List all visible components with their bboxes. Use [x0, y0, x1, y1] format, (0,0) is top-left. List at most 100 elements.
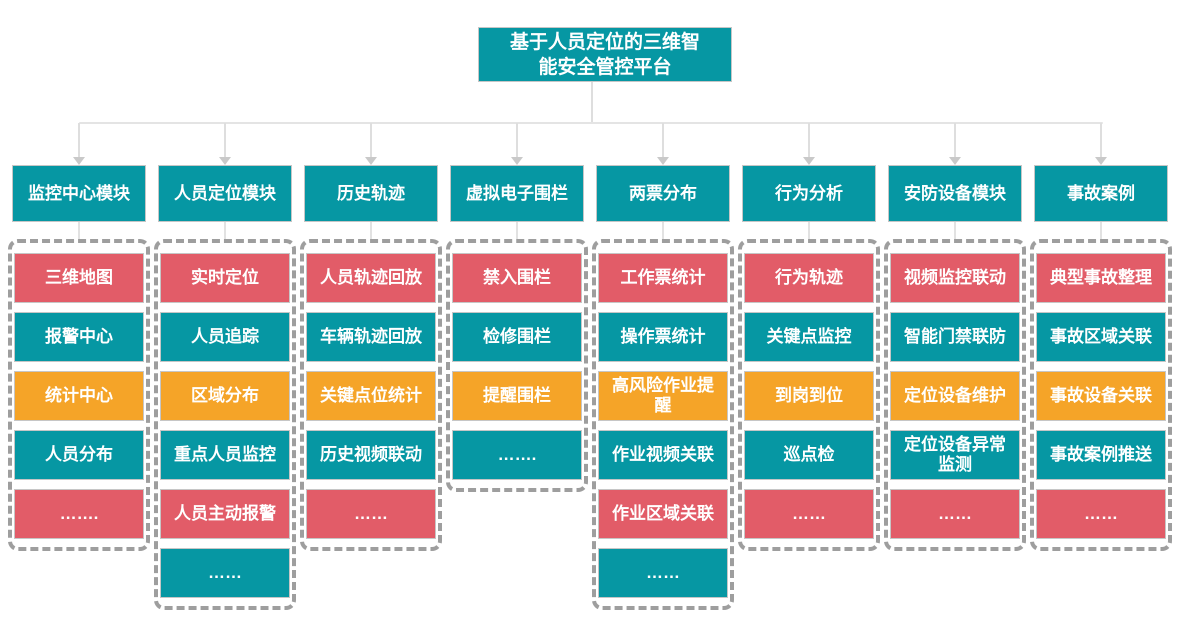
drop-connector-line — [370, 123, 372, 158]
arrow-down-icon — [219, 157, 231, 165]
drop-connector-line — [1100, 123, 1102, 158]
module-item-label: 事故设备关联 — [1050, 386, 1152, 405]
module-items-panel: 三维地图报警中心统计中心人员分布 ……. — [8, 239, 150, 551]
module-item: 历史视频联动 — [306, 430, 436, 480]
module-item: 关键点位统计 — [306, 371, 436, 421]
arrow-down-icon — [657, 157, 669, 165]
module-item-label: 定位设备维护 — [904, 386, 1006, 405]
drop-connector-line — [808, 123, 810, 158]
module-header-label: 监控中心模块 — [28, 183, 130, 203]
root-title: 基于人员定位的三维智能安全管控平台 — [509, 31, 700, 78]
module-item: 车辆轨迹回放 — [306, 312, 436, 362]
arrow-down-icon — [949, 157, 961, 165]
header-connector-line — [516, 222, 518, 239]
module-item-label: …… — [208, 563, 242, 582]
arrow-down-icon — [365, 157, 377, 165]
module-item-label: 作业区域关联 — [612, 504, 714, 523]
module-item: 统计中心 — [14, 371, 144, 421]
module-item: …… — [306, 489, 436, 539]
module-item-label: 行为轨迹 — [775, 268, 843, 287]
module-item-label: 作业视频关联 — [612, 445, 714, 464]
module-item: 检修围栏 — [452, 312, 582, 362]
drop-connector-line — [954, 123, 956, 158]
module-item-label: 车辆轨迹回放 — [320, 327, 422, 346]
module-item-label: …… — [354, 504, 388, 523]
module-item: …… — [744, 489, 874, 539]
module-header: 监控中心模块 — [12, 165, 146, 222]
module-item-label: 历史视频联动 — [320, 445, 422, 464]
module-items-panel: 视频监控联动智能门禁联防定位设备维护定位设备异常监测…… — [884, 239, 1026, 551]
arrow-down-icon — [803, 157, 815, 165]
module-item-label: 工作票统计 — [620, 268, 706, 287]
arrow-down-icon — [1095, 157, 1107, 165]
module-item-label: 重点人员监控 — [174, 445, 276, 464]
module-item-label: 报警中心 — [45, 327, 113, 346]
module-items-panel: 典型事故整理事故区域关联事故设备关联事故案例推送 …… — [1030, 239, 1172, 551]
module-item: 作业视频关联 — [598, 430, 728, 480]
module-item: 事故区域关联 — [1036, 312, 1166, 362]
module-header: 安防设备模块 — [888, 165, 1022, 222]
module-item: 人员主动报警 — [160, 489, 290, 539]
header-connector-line — [1100, 222, 1102, 239]
module-item-label: 实时定位 — [191, 268, 259, 287]
module-header: 虚拟电子围栏 — [450, 165, 584, 222]
module-item: …… — [160, 548, 290, 598]
module-item: 作业区域关联 — [598, 489, 728, 539]
connector-rail — [79, 122, 1103, 124]
module-item-label: 事故案例推送 — [1050, 445, 1152, 464]
module-item: 重点人员监控 — [160, 430, 290, 480]
module-item: 人员轨迹回放 — [306, 253, 436, 303]
module-item: ……. — [14, 489, 144, 539]
module-item: 典型事故整理 — [1036, 253, 1166, 303]
arrow-down-icon — [511, 157, 523, 165]
header-connector-line — [662, 222, 664, 239]
module-item: 智能门禁联防 — [890, 312, 1020, 362]
drop-connector-line — [516, 123, 518, 158]
module-item-label: 事故区域关联 — [1050, 327, 1152, 346]
module-item-label: …… — [938, 504, 972, 523]
module-header: 事故案例 — [1034, 165, 1168, 222]
module-item-label: 高风险作业提醒 — [612, 376, 714, 415]
module-item: 定位设备维护 — [890, 371, 1020, 421]
module-item-label: 巡点检 — [783, 445, 835, 464]
module-item-label: 提醒围栏 — [483, 386, 551, 405]
module-item-label: 三维地图 — [45, 268, 113, 287]
module-item: 行为轨迹 — [744, 253, 874, 303]
module-header: 人员定位模块 — [158, 165, 292, 222]
module-item-label: 关键点监控 — [766, 327, 852, 346]
module-item: 报警中心 — [14, 312, 144, 362]
module-item-label: 人员分布 — [45, 445, 113, 464]
module-item-label: …… — [792, 504, 826, 523]
module-items-panel: 工作票统计操作票统计高风险作业提醒作业视频关联作业区域关联…… — [592, 239, 734, 610]
module-header-label: 行为分析 — [775, 183, 843, 203]
module-item-label: ……. — [59, 504, 99, 523]
module-item-label: ……. — [497, 445, 537, 464]
module-item-label: 视频监控联动 — [904, 268, 1006, 287]
module-item-label: 禁入围栏 — [483, 268, 551, 287]
header-connector-line — [78, 222, 80, 239]
drop-connector-line — [662, 123, 664, 158]
module-item-label: …… — [1084, 504, 1118, 523]
module-item: 到岗到位 — [744, 371, 874, 421]
module-item: 操作票统计 — [598, 312, 728, 362]
module-items-panel: 禁入围栏检修围栏提醒围栏 ……. — [446, 239, 588, 492]
module-item-label: 区域分布 — [191, 386, 259, 405]
module-item: 区域分布 — [160, 371, 290, 421]
header-connector-line — [954, 222, 956, 239]
module-header: 历史轨迹 — [304, 165, 438, 222]
module-item: 视频监控联动 — [890, 253, 1020, 303]
module-item: ……. — [452, 430, 582, 480]
module-header-label: 人员定位模块 — [174, 183, 276, 203]
module-header-label: 安防设备模块 — [904, 183, 1006, 203]
module-item-label: 检修围栏 — [483, 327, 551, 346]
module-items-panel: 实时定位人员追踪区域分布重点人员监控人员主动报警 …… — [154, 239, 296, 610]
module-item: 三维地图 — [14, 253, 144, 303]
module-items-panel: 行为轨迹关键点监控到岗到位巡点检 …… — [738, 239, 880, 551]
module-item-label: 智能门禁联防 — [904, 327, 1006, 346]
module-item: 巡点检 — [744, 430, 874, 480]
module-item-label: 到岗到位 — [775, 386, 843, 405]
drop-connector-line — [78, 123, 80, 158]
header-connector-line — [370, 222, 372, 239]
module-item-label: 人员追踪 — [191, 327, 259, 346]
